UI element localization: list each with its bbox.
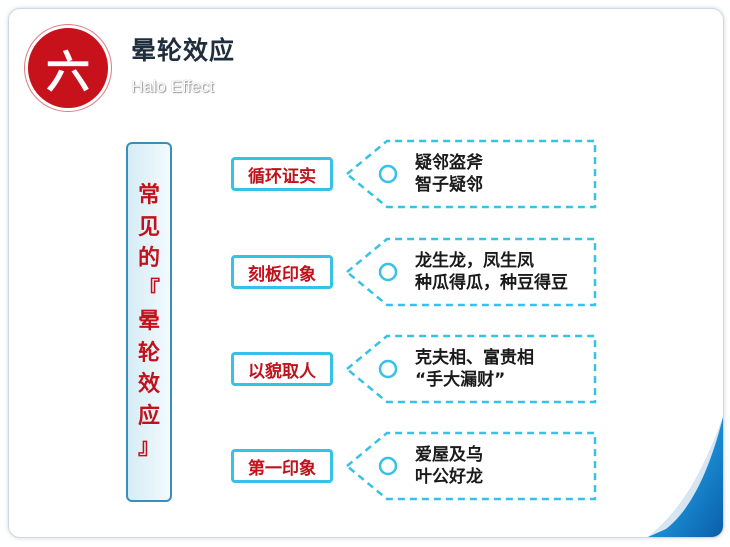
section-number: 六 [46,47,90,98]
section-number-badge: 六 [25,25,111,111]
page-title: 晕轮效应 [131,36,236,65]
tag-line: 爱屋及乌 [415,445,483,465]
vertical-heading-char: 『 [137,277,160,303]
category-label-2: 刻板印象 [231,255,333,289]
slide: 六 晕轮效应 Halo Effect 常 见 的 『 晕 轮 效 应 』 循环证… [8,8,724,538]
tag-hole-icon [378,456,398,476]
tag-shape-3 [345,334,597,404]
vertical-heading-char: 』 [137,435,160,461]
tag-line: 克夫相、富贵相 [415,348,534,368]
vertical-heading-char: 常 [137,183,160,209]
tag-line: “手大漏财” [415,370,506,390]
tag-shape-1 [345,139,597,209]
vertical-heading-box: 常 见 的 『 晕 轮 效 应 』 [126,142,172,502]
tag-text-1: 疑邻盗斧 智子疑邻 [415,152,483,196]
tag-line: 疑邻盗斧 [415,153,483,173]
tag-line: 叶公好龙 [415,467,483,487]
vertical-heading-char: 见 [137,214,160,240]
vertical-heading-char: 的 [137,246,160,272]
tag-line: 龙生龙，凤生凤 [415,251,534,271]
vertical-heading-char: 轮 [137,340,160,366]
category-label-4: 第一印象 [231,449,333,483]
page-subtitle: Halo Effect [131,77,214,96]
vertical-heading-char: 应 [137,403,160,429]
tag-text-2: 龙生龙，凤生凤 种瓜得瓜，种豆得豆 [415,250,568,294]
tag-hole-icon [378,262,398,282]
tag-line: 智子疑邻 [415,175,483,195]
tag-shape-2 [345,237,597,307]
page-curl-icon [648,417,723,537]
tag-shape-4 [345,431,597,501]
vertical-heading-char: 效 [137,372,160,398]
tag-text-4: 爱屋及乌 叶公好龙 [415,444,483,488]
category-label-3: 以貌取人 [231,352,333,386]
tag-hole-icon [378,359,398,379]
tag-hole-icon [378,164,398,184]
category-label-1: 循环证实 [231,157,333,191]
vertical-heading-char: 晕 [137,309,160,335]
tag-line: 种瓜得瓜，种豆得豆 [415,273,568,293]
tag-text-3: 克夫相、富贵相 “手大漏财” [415,347,534,391]
